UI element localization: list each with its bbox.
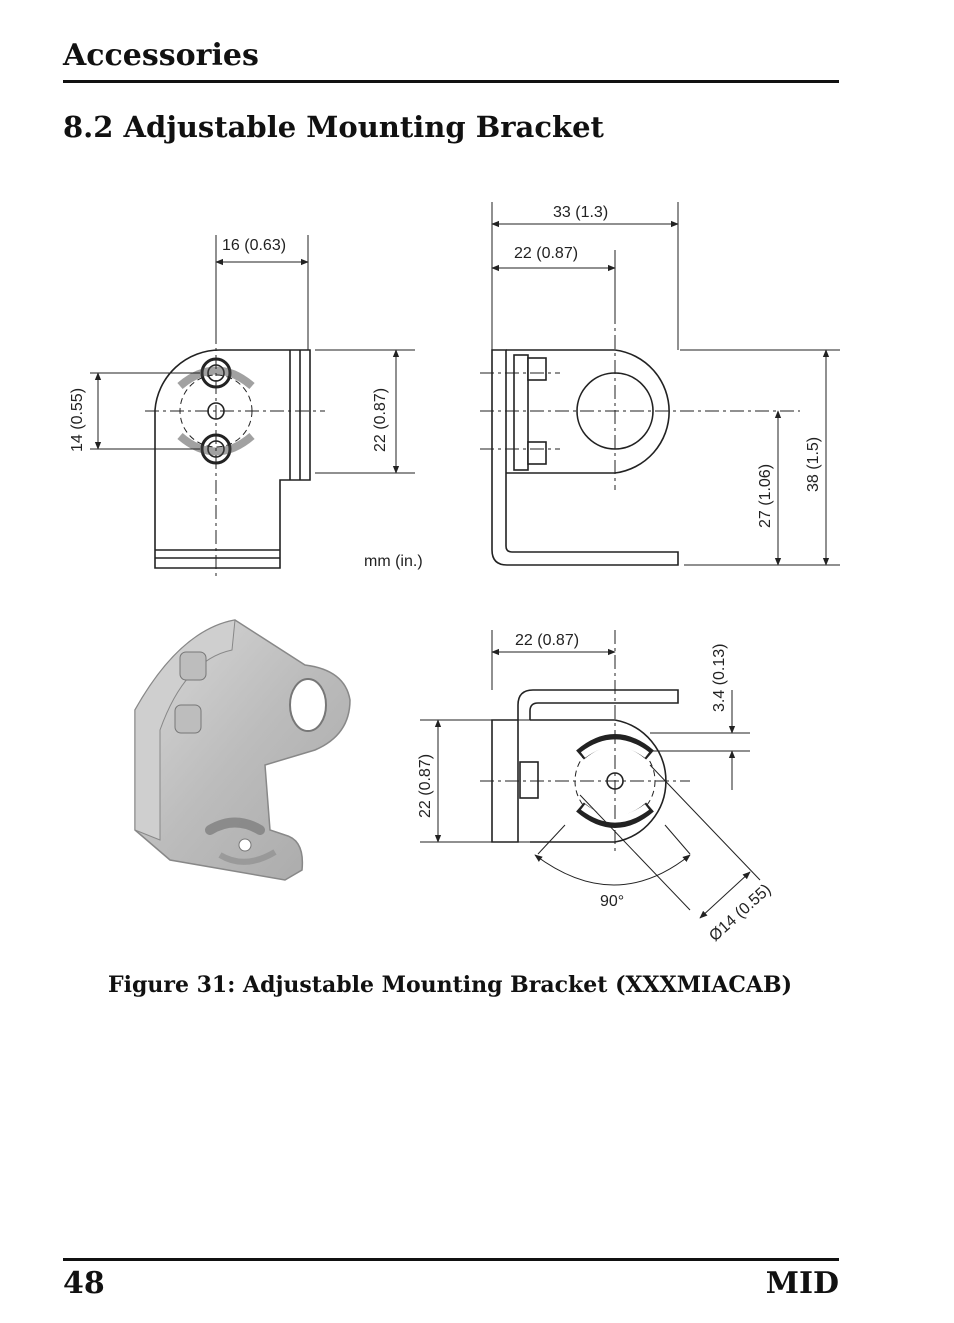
units-label: mm (in.) bbox=[364, 553, 423, 570]
dim-top-right-total-height: 38 (1.5) bbox=[805, 437, 822, 492]
product-name: MID bbox=[765, 1266, 839, 1301]
front-view bbox=[145, 330, 325, 580]
chapter-header: Accessories bbox=[63, 38, 259, 73]
page-number: 48 bbox=[63, 1266, 105, 1301]
dim-top-left-slot-height: 14 (0.55) bbox=[69, 388, 86, 452]
bracket-photo bbox=[100, 610, 368, 882]
section-title: 8.2 Adjustable Mounting Bracket bbox=[63, 110, 604, 144]
dim-top-right-hole-offset: 22 (0.87) bbox=[514, 245, 578, 262]
footer-rule bbox=[63, 1258, 839, 1261]
dim-top-left-width: 16 (0.63) bbox=[222, 237, 286, 254]
dim-bottom-right-width: 22 (0.87) bbox=[515, 632, 579, 649]
side-view bbox=[480, 310, 800, 566]
dim-bottom-right-height: 22 (0.87) bbox=[417, 754, 434, 818]
dim-bottom-right-angle: 90° bbox=[600, 893, 624, 910]
bracket-figure: 16 (0.63) 14 (0.55) 22 (0.87) mm (in.) bbox=[60, 190, 850, 960]
rotation-view bbox=[480, 630, 690, 855]
dim-top-right-total-width: 33 (1.3) bbox=[553, 204, 608, 221]
dim-bottom-right-diameter: Ø14 (0.55) bbox=[706, 881, 774, 945]
dim-top-left-height: 22 (0.87) bbox=[372, 388, 389, 452]
front-view-dimensions bbox=[90, 235, 415, 474]
header-rule bbox=[63, 80, 839, 83]
bracket-drawing: 16 (0.63) 14 (0.55) 22 (0.87) mm (in.) bbox=[69, 202, 840, 945]
dim-bottom-right-thickness: 3.4 (0.13) bbox=[711, 644, 728, 712]
figure-caption: Figure 31: Adjustable Mounting Bracket (… bbox=[108, 972, 792, 998]
dim-top-right-hole-height: 27 (1.06) bbox=[757, 464, 774, 528]
rotation-view-dimensions bbox=[420, 630, 761, 919]
side-view-dimensions bbox=[491, 202, 840, 566]
